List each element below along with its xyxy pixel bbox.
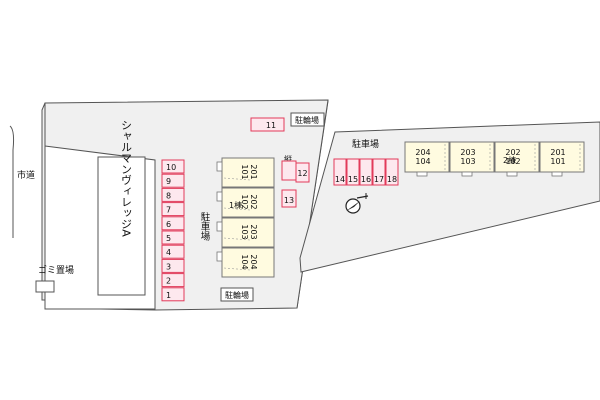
road-label: 市道 — [17, 169, 35, 181]
tandem-box-lower — [281, 189, 297, 208]
unit-entrance — [461, 171, 473, 177]
parking-space-label: 3 — [166, 262, 171, 271]
parking-space-label: 16 — [361, 175, 371, 184]
parking-label: 駐車場 — [352, 138, 379, 150]
neighbor-building — [97, 156, 146, 296]
unit-divider — [223, 177, 251, 181]
building-2-unit — [494, 141, 540, 173]
parking-space-label: 8 — [166, 191, 171, 200]
parking-space-label: 4 — [166, 248, 171, 257]
unit-upper: 202 — [505, 148, 520, 157]
building-1-unit — [221, 247, 275, 278]
unit-upper: 201 — [550, 148, 565, 157]
unit-lower: 104 — [240, 254, 249, 269]
parking-space-label: 2 — [166, 277, 171, 286]
tandem-space-13: 13 — [284, 196, 294, 205]
parking-space-14 — [333, 158, 347, 186]
unit-lower: 102 — [240, 194, 249, 209]
parking-space-16 — [359, 158, 373, 186]
parking-space-17 — [372, 158, 386, 186]
parking-space-5 — [161, 230, 185, 245]
bicycle-parking-top — [290, 112, 325, 127]
parking-space-label: 14 — [335, 175, 345, 184]
unit-lower: 101 — [550, 157, 565, 166]
parking-space-15 — [346, 158, 360, 186]
parking-space-3 — [161, 258, 185, 273]
parking-space-label: 7 — [166, 206, 171, 215]
building-1-unit — [221, 217, 275, 248]
parking-space-18 — [385, 158, 399, 186]
unit-lower: 104 — [415, 157, 430, 166]
building-2-name: 2棟 — [503, 155, 516, 165]
neighbor-building-label: シャルマンヴィレッジA — [120, 119, 133, 237]
bicycle-parking-bottom — [220, 287, 254, 302]
parking-space-label: 17 — [374, 175, 384, 184]
unit-lower: 102 — [505, 157, 520, 166]
unit-divider — [223, 237, 251, 241]
parking-space-1 — [161, 287, 185, 302]
unit-divider — [223, 207, 251, 211]
parking-space-label: 1 — [166, 291, 171, 300]
parking-space-label: 9 — [166, 177, 171, 186]
unit-lower: 103 — [240, 224, 249, 239]
building-2-unit — [539, 141, 585, 173]
parking-space-label: 10 — [166, 163, 176, 172]
parking-space-4 — [161, 244, 185, 259]
parking-space-7 — [161, 202, 185, 217]
unit-lower: 103 — [460, 157, 475, 166]
parking-space-8 — [161, 187, 185, 202]
bicycle-parking-top-label: 駐輪場 — [295, 115, 319, 125]
tandem-space-12: 12 — [297, 169, 307, 178]
building-2-unit — [404, 141, 450, 173]
unit-entrance — [416, 171, 428, 177]
parking-space-label: 6 — [166, 220, 171, 229]
parking-space-11-label: 11 — [266, 121, 276, 130]
garbage-label: ゴミ置場 — [38, 264, 74, 276]
unit-upper: 203 — [249, 224, 258, 239]
garbage-box — [35, 280, 55, 293]
parking-space-6 — [161, 216, 185, 231]
unit-entrance — [551, 171, 563, 177]
road-curb — [9, 125, 15, 238]
unit-entrance — [216, 221, 223, 232]
north-arrow-icon — [345, 193, 369, 214]
parking-space-9 — [161, 173, 185, 188]
unit-upper: 202 — [249, 194, 258, 209]
building-1-name: 1棟 — [229, 200, 242, 210]
tandem-box-upper — [281, 160, 297, 181]
parking-space-label: 15 — [348, 175, 358, 184]
building-1-unit — [221, 187, 275, 218]
unit-entrance — [216, 191, 223, 202]
parking-space-label: 5 — [166, 234, 171, 243]
unit-entrance — [216, 251, 223, 262]
unit-entrance — [506, 171, 518, 177]
parking-label-vertical: 駐車場 — [199, 211, 211, 241]
parking-space-11 — [250, 117, 285, 132]
unit-upper: 201 — [249, 164, 258, 179]
unit-upper: 203 — [460, 148, 475, 157]
unit-entrance — [216, 161, 223, 172]
bicycle-parking-bottom-label: 駐輪場 — [225, 290, 249, 300]
unit-lower: 101 — [240, 164, 249, 179]
unit-upper: 204 — [249, 254, 258, 269]
tandem-space-12-box — [295, 162, 310, 183]
parking-space-label: 18 — [387, 175, 397, 184]
parking-space-10 — [161, 159, 185, 174]
unit-upper: 204 — [415, 148, 430, 157]
building-1-unit — [221, 157, 275, 188]
unit-divider — [223, 267, 251, 271]
left-parking-spaces: 10 9 8 7 6 5 4 3 2 1 — [161, 159, 185, 302]
parking-space-2 — [161, 273, 185, 288]
